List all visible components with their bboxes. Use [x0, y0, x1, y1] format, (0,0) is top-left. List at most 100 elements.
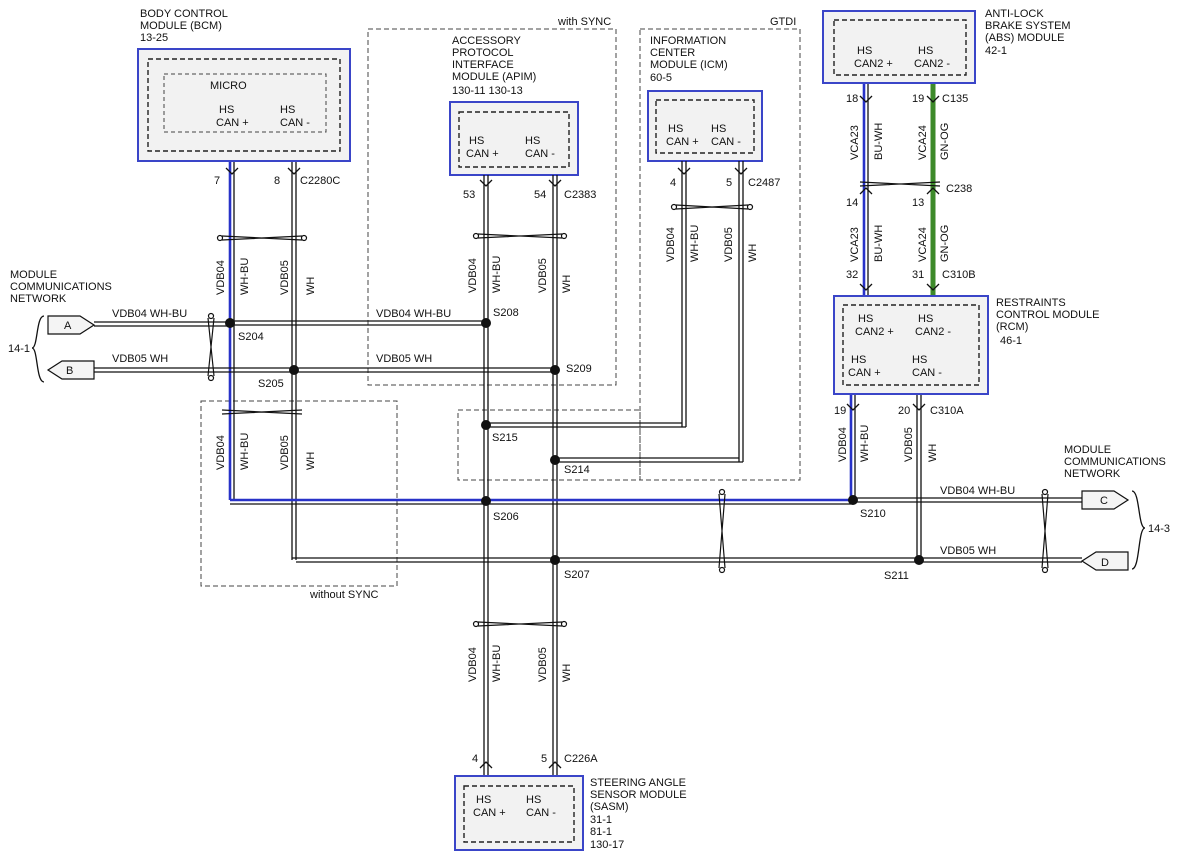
splice-s206[interactable] — [481, 496, 491, 506]
c310b-pin-minus: 31 — [912, 269, 924, 281]
abs-pin-minus: 19 — [912, 93, 924, 105]
twist-trunk-mid-end-b — [718, 566, 726, 574]
twist-sasm — [477, 621, 563, 627]
sasm-name-line3: (SASM) — [590, 801, 629, 813]
apim-pin-minus: 54 — [534, 189, 546, 201]
sasm-module: HS CAN + HS CAN - STEERING ANGLE SENSOR … — [454, 775, 687, 851]
icm-inner — [655, 99, 755, 154]
network-right-ref: 14-3 — [1148, 523, 1170, 535]
c310b-pin32-arrow — [859, 283, 873, 291]
bcm-vdb05-label: VDB05 — [279, 260, 291, 295]
abs-buwh-label: BU-WH — [873, 123, 885, 160]
splice-s207-label: S207 — [564, 569, 590, 581]
bcm-can-plus: CAN + — [216, 117, 249, 129]
twist-markers — [207, 181, 1049, 628]
icm-module: INFORMATION CENTER MODULE (ICM) 60-5 HS … — [647, 35, 763, 162]
network-left-line1: MODULE — [10, 269, 57, 281]
network-left-line2: COMMUNICATIONS — [10, 281, 112, 293]
icm-whbu-label: WH-BU — [689, 225, 701, 262]
sasm-whbu-label: WH-BU — [491, 645, 503, 682]
rcm-inner — [842, 304, 980, 386]
c238-connector: C238 — [946, 183, 972, 195]
nosync-wh-label: WH — [305, 452, 317, 470]
abs-vca24-label: VCA24 — [917, 125, 929, 160]
splice-s214[interactable] — [550, 455, 560, 465]
trunk-vdb04-label: VDB04 WH-BU — [376, 308, 451, 320]
c310b-pin31-arrow — [926, 283, 940, 291]
splice-s210[interactable] — [848, 495, 858, 505]
connector-d[interactable] — [1080, 551, 1129, 571]
apim-can-minus: CAN - — [525, 148, 555, 160]
splice-s204[interactable] — [225, 318, 235, 328]
bcm-name-line2: MODULE (BCM) — [140, 20, 222, 32]
connector-a[interactable] — [47, 315, 96, 335]
bcm-vdb04-label: VDB04 — [215, 260, 227, 295]
connector-b[interactable] — [46, 360, 95, 380]
splice-s209[interactable] — [550, 365, 560, 375]
bcm-pin8-arrow — [287, 167, 301, 175]
splice-s215-label: S215 — [492, 432, 518, 444]
network-right-line1: MODULE — [1064, 444, 1111, 456]
connector-d-label: D — [1101, 557, 1109, 569]
twist-trunk-mid — [718, 493, 726, 569]
sasm-name-line2: SENSOR MODULE — [590, 789, 687, 801]
wire-labels: VDB04 WH-BU VDB05 WH VDB04 WH-BU VDB05 W… — [215, 123, 951, 682]
rcm-pin20-arrow — [912, 403, 926, 411]
splice-s211[interactable] — [914, 555, 924, 565]
splice-s205[interactable] — [289, 365, 299, 375]
icm-ref: 60-5 — [650, 72, 672, 84]
c238-buwh-label: BU-WH — [873, 225, 885, 262]
icm-pin-plus: 4 — [670, 177, 676, 189]
twist-sasm-end-a — [472, 620, 480, 628]
bcm-ref: 13-25 — [140, 32, 168, 44]
splice-s215[interactable] — [481, 420, 491, 430]
abs-hs-plus: HS — [857, 45, 872, 57]
rcm-vdb05-label: VDB05 — [903, 427, 915, 462]
rcm-hs2-minus: HS — [918, 313, 933, 325]
sasm-pin-minus: 5 — [541, 753, 547, 765]
twist-icm-end-a — [670, 203, 678, 211]
rcm-pin-plus: 19 — [834, 405, 846, 417]
splice-s207[interactable] — [550, 555, 560, 565]
icm-name-line1: INFORMATION — [650, 35, 726, 47]
twist-trunk-right — [1041, 493, 1049, 569]
splice-s204-label: S204 — [238, 331, 264, 343]
apim-vdb05-label: VDB05 — [537, 258, 549, 293]
splice-s206-label: S206 — [493, 511, 519, 523]
bcm-pin7-arrow — [225, 167, 239, 175]
splice-s205-label: S205 — [258, 378, 284, 390]
sasm-pin-plus: 4 — [472, 753, 478, 765]
icm-hs-plus: HS — [668, 123, 683, 135]
icm-vdb04-label: VDB04 — [665, 227, 677, 262]
abs-can-plus: CAN2 + — [854, 58, 893, 70]
zone-with-sync-label: with SYNC — [557, 16, 611, 28]
apim-inner — [458, 111, 570, 168]
sasm-ref3: 130-17 — [590, 839, 624, 851]
zone-without-sync — [200, 400, 398, 587]
sasm-pin5-arrow — [548, 761, 562, 769]
zone-gtdi-inner — [457, 409, 641, 481]
sasm-hs-plus: HS — [476, 794, 491, 806]
twist-without-sync — [221, 409, 303, 415]
twist-bcm-end-b — [300, 234, 308, 242]
apim-wh-label: WH — [561, 275, 573, 293]
connector-c[interactable] — [1081, 490, 1130, 510]
icm-vdb05-label: VDB05 — [723, 227, 735, 262]
rcm-name-line2: CONTROL MODULE — [996, 309, 1100, 321]
network-right-line3: NETWORK — [1064, 468, 1121, 480]
rcm-hs2-plus: HS — [858, 313, 873, 325]
network-right-line2: COMMUNICATIONS — [1064, 456, 1166, 468]
zone-gtdi-label: GTDI — [770, 16, 796, 28]
apim-pin-plus: 53 — [463, 189, 475, 201]
apim-hs-minus: HS — [525, 135, 540, 147]
rcm-module: HS CAN2 + HS CAN2 - HS CAN + HS CAN - RE… — [833, 295, 1100, 395]
icm-pin4-arrow — [677, 167, 691, 175]
twist-c238 — [859, 181, 941, 187]
nosync-vdb04-label: VDB04 — [215, 435, 227, 470]
zone-gtdi — [639, 28, 801, 481]
rcm-name-line1: RESTRAINTS — [996, 297, 1066, 309]
twist-icm — [675, 204, 749, 210]
rcm-hs-minus: HS — [912, 354, 927, 366]
splice-s208[interactable] — [481, 318, 491, 328]
rcm-wh-label: WH — [927, 444, 939, 462]
